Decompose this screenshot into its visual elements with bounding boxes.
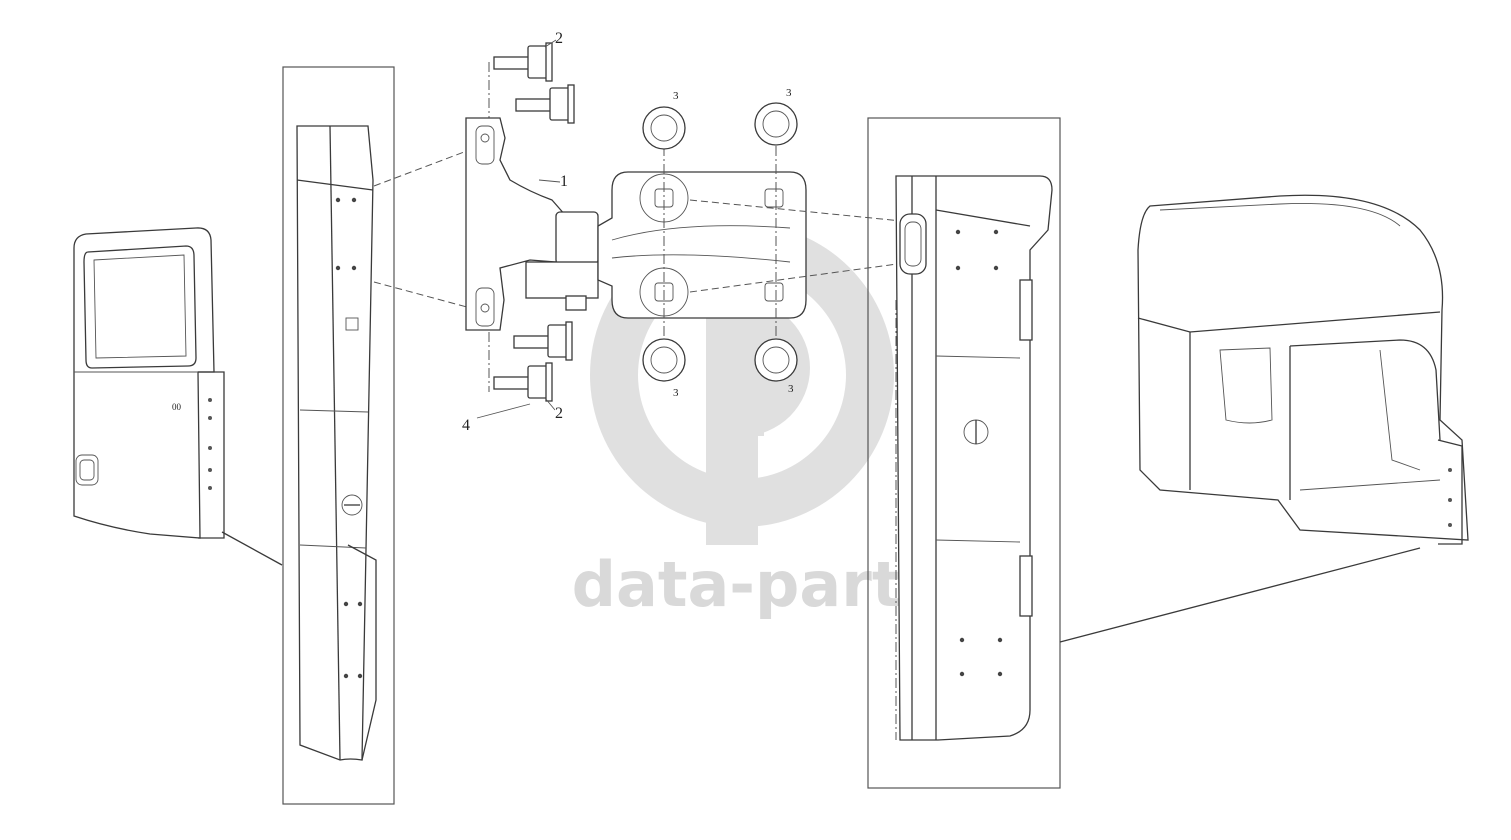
- callout-leaders: [476, 39, 561, 419]
- align-line-a: [373, 145, 481, 187]
- cab-door: 00: [73, 227, 225, 539]
- callout-bolt-bottom: 2: [555, 405, 563, 422]
- leader-door: [221, 531, 283, 566]
- align-line-b: [373, 281, 479, 311]
- bolt-group: [493, 42, 575, 402]
- nut-group: [642, 102, 798, 382]
- detail-box-cab-pillar: [867, 117, 1061, 789]
- callout-bolt-top: 2: [555, 30, 563, 47]
- align-line-d: [689, 261, 913, 293]
- watermark-text: data-parts: [572, 548, 939, 621]
- callout-hinge: 1: [560, 173, 568, 190]
- leader-cab: [1059, 547, 1421, 643]
- callout-nut-bottom-right: 3: [788, 383, 794, 395]
- align-line-c: [689, 199, 913, 223]
- detail-box-door-edge: [282, 66, 395, 805]
- callout-nut-top-left: 3: [673, 90, 679, 102]
- callout-nut-bottom-left: 3: [673, 387, 679, 399]
- door-hinge: [465, 117, 807, 331]
- callout-nut-top-right: 3: [786, 87, 792, 99]
- callout-washer: 4: [462, 417, 470, 434]
- cab-body: [1137, 194, 1469, 545]
- door-mark: 00: [172, 402, 182, 412]
